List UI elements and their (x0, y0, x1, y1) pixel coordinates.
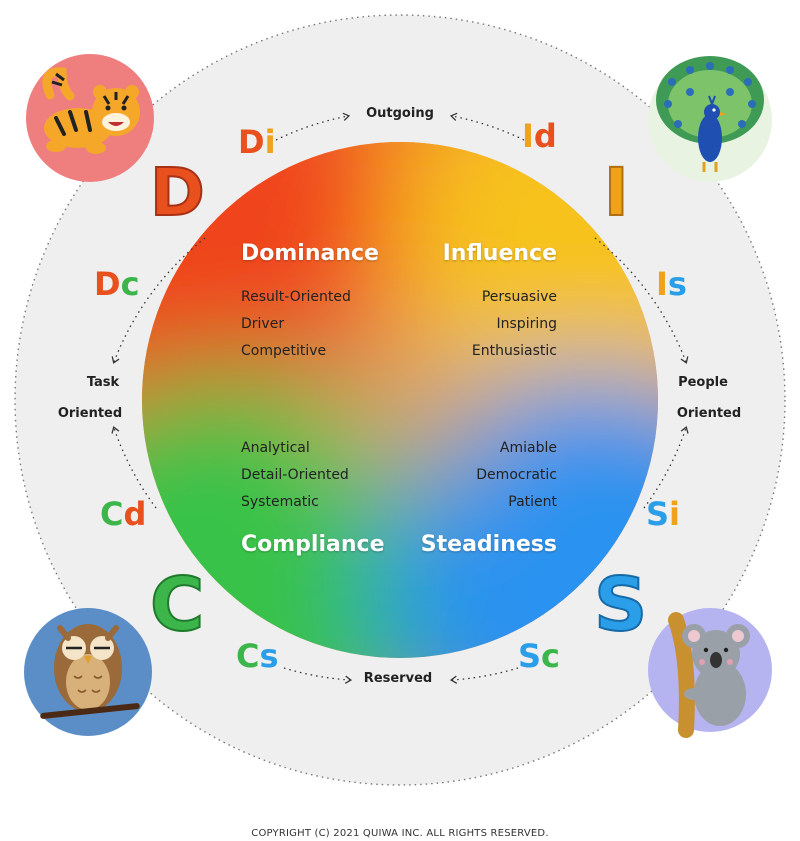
title-influence: Influence (442, 241, 557, 266)
subtype-di: Di (238, 126, 276, 158)
subtype-is-second: s (667, 265, 687, 303)
trait-result-oriented: Result-Oriented (241, 289, 351, 305)
subtype-dc: Dc (94, 268, 140, 300)
subtype-is-first: I (656, 265, 668, 303)
axis-task-oriented: Oriented (57, 406, 123, 421)
arc-cs-reserved (283, 667, 353, 684)
trait-democratic: Democratic (476, 467, 557, 483)
subtype-cs-second: s (259, 637, 279, 675)
letter-d-text: D (149, 154, 206, 231)
letter-s-text: S (593, 562, 648, 648)
letter-i: I (603, 159, 630, 227)
trait-patient: Patient (508, 494, 557, 510)
subtype-is: Is (656, 268, 687, 300)
trait-inspiring: Inspiring (496, 316, 557, 332)
subtype-di-second: i (264, 123, 276, 161)
arc-di-outgoing (275, 112, 351, 141)
trait-systematic: Systematic (241, 494, 319, 510)
outer-ring-border (14, 14, 786, 786)
copyright-notice: COPYRIGHT (C) 2021 QUIWA INC. ALL RIGHTS… (251, 828, 549, 839)
arc-si-people (643, 426, 689, 509)
trait-driver: Driver (241, 316, 285, 332)
subtype-id-first: I (522, 117, 534, 155)
subtype-cd-first: C (100, 495, 124, 533)
trait-competitive: Competitive (241, 343, 327, 359)
arc-dc-task (111, 237, 206, 364)
subtype-si: Si (646, 498, 680, 530)
subtype-sc-second: c (541, 637, 561, 675)
traits-influence: Persuasive Inspiring Enthusiastic (472, 284, 557, 365)
arc-cd-task (111, 426, 157, 509)
arc-is-people (594, 237, 689, 364)
axis-outgoing: Outgoing (366, 106, 434, 121)
subtype-di-first: D (238, 123, 265, 161)
axis-people-oriented: Oriented (676, 406, 742, 421)
subtype-id: Id (522, 120, 557, 152)
trait-detail-oriented: Detail-Oriented (241, 467, 349, 483)
trait-enthusiastic: Enthusiastic (471, 343, 557, 359)
subtype-sc-first: S (518, 637, 542, 675)
axis-task: Task (86, 375, 120, 390)
subtype-sc: Sc (518, 640, 560, 672)
letter-i-text: I (603, 154, 630, 231)
arc-id-outgoing (449, 112, 525, 141)
letter-d: D (149, 159, 206, 227)
axis-people: People (678, 375, 728, 390)
subtype-cd: Cd (100, 498, 146, 530)
title-dominance: Dominance (241, 241, 379, 266)
subtype-id-second: d (533, 117, 557, 155)
subtype-cs: Cs (236, 640, 279, 672)
arc-sc-reserved (449, 667, 519, 684)
subtype-cs-first: C (236, 637, 260, 675)
traits-steadiness: Amiable Democratic Patient (476, 435, 557, 516)
center-disc (142, 142, 658, 658)
axis-reserved: Reserved (363, 671, 433, 686)
traits-dominance: Result-Oriented Driver Competitive (241, 284, 351, 365)
subtype-si-first: S (646, 495, 670, 533)
trait-analytical: Analytical (241, 440, 310, 456)
peacock-icon (648, 56, 772, 182)
title-compliance: Compliance (241, 532, 385, 557)
subtype-si-second: i (669, 495, 681, 533)
trait-persuasive: Persuasive (481, 289, 557, 305)
letter-c: C (149, 567, 205, 643)
traits-compliance: Analytical Detail-Oriented Systematic (241, 435, 349, 516)
letter-s: S (593, 567, 648, 643)
koala-icon (648, 608, 772, 738)
subtype-dc-second: c (120, 265, 140, 303)
subtype-cd-second: d (123, 495, 147, 533)
letter-c-text: C (149, 562, 205, 648)
title-steadiness: Steadiness (420, 532, 557, 557)
owl-icon (24, 608, 152, 736)
subtype-dc-first: D (94, 265, 121, 303)
arrow-arcs (111, 112, 689, 684)
tiger-icon (26, 54, 154, 182)
trait-amiable: Amiable (499, 440, 557, 456)
